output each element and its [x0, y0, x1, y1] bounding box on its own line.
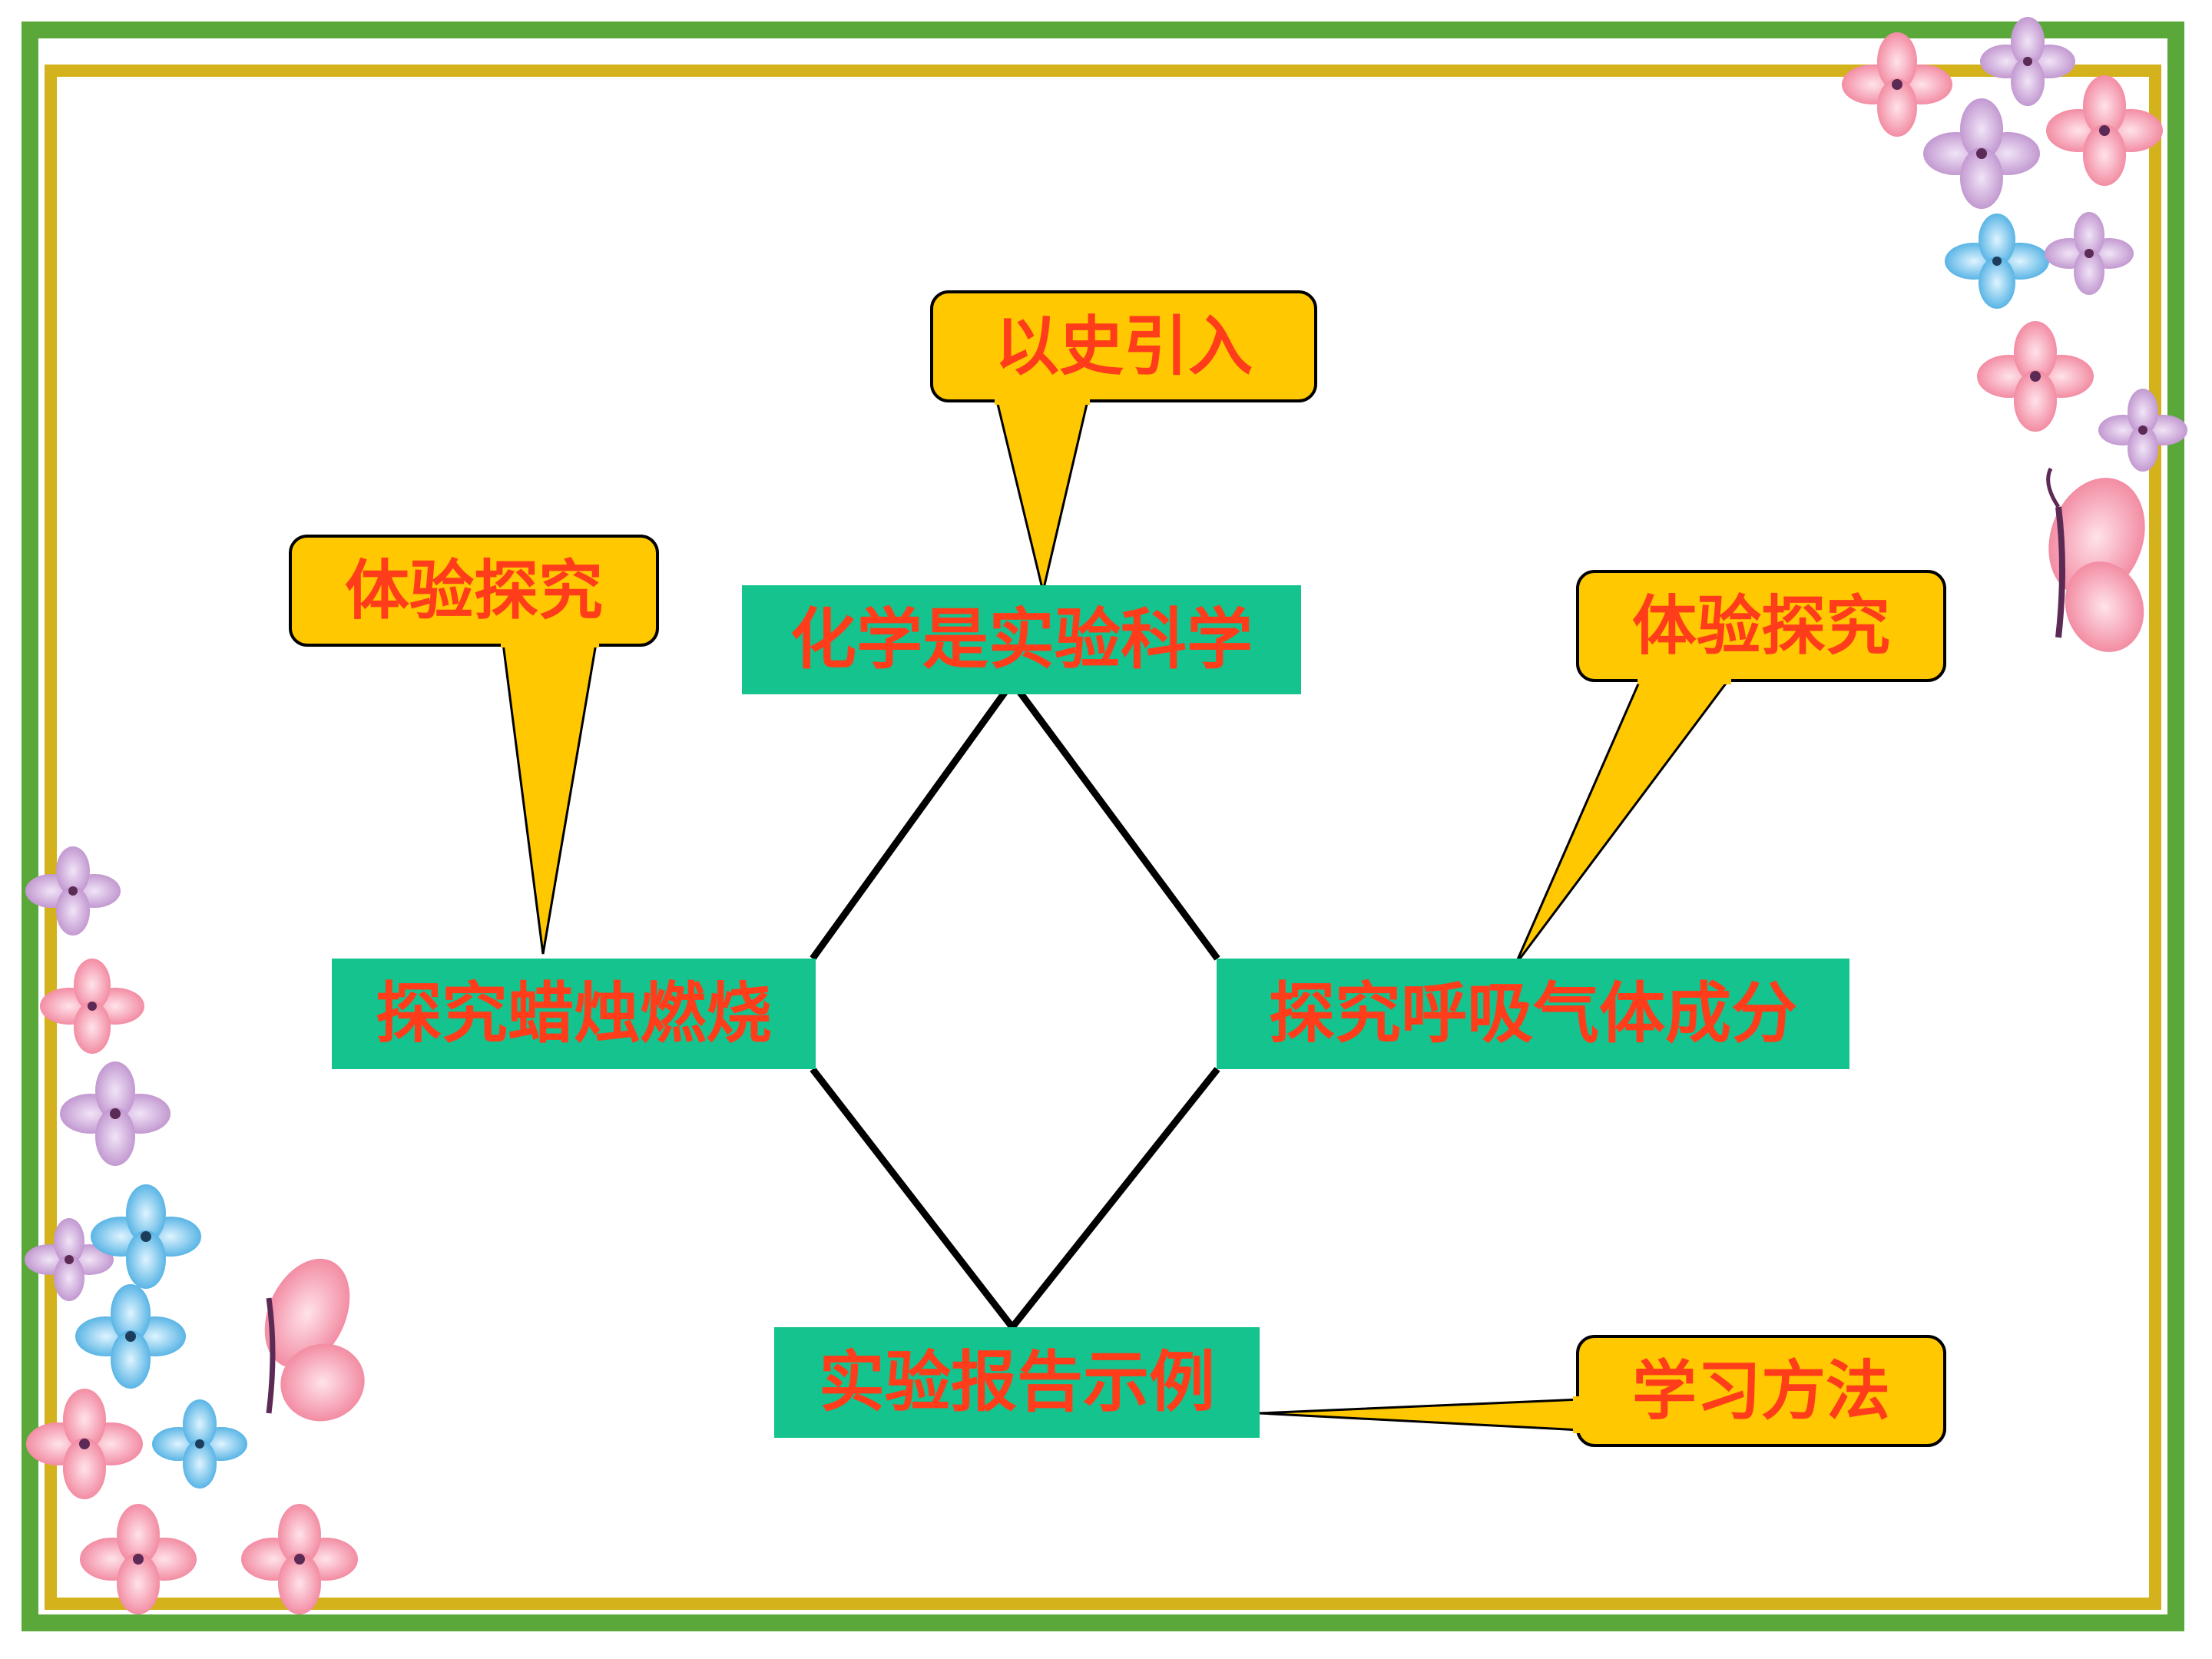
- edge-right-to-bottom: [1009, 1067, 1220, 1330]
- node-right-label: 探究呼吸气体成分: [1269, 975, 1797, 1052]
- flower-cluster-top-right-icon: [1842, 17, 2187, 472]
- node-lab-report-example: 实验报告示例: [774, 1327, 1260, 1438]
- callout-top-label: 以史引入: [994, 309, 1253, 384]
- edge-left-to-bottom: [810, 1067, 1015, 1330]
- node-top-label: 化学是实验科学: [790, 601, 1253, 678]
- node-left-label: 探究蜡烛燃烧: [376, 975, 772, 1052]
- node-chemistry-is-experimental-science: 化学是实验科学: [742, 585, 1301, 694]
- callout-right-label: 体验探究: [1631, 588, 1890, 664]
- node-candle-burning-inquiry: 探究蜡烛燃烧: [332, 959, 816, 1069]
- callout-left-shape: [289, 535, 659, 955]
- callout-bottom-shape: [1259, 1335, 1946, 1447]
- callout-right-shape: [1514, 570, 1946, 965]
- callout-bottom-label: 学习方法: [1631, 1353, 1890, 1429]
- butterfly-left-icon: [264, 1258, 365, 1422]
- edge-top-to-right: [1009, 680, 1220, 961]
- callout-top-shape: [930, 290, 1317, 592]
- butterfly-right-icon: [2046, 467, 2145, 652]
- edge-top-to-left: [810, 680, 1015, 961]
- callout-left-label: 体验探究: [344, 553, 603, 628]
- node-breath-gas-inquiry: 探究呼吸气体成分: [1217, 959, 1849, 1069]
- node-bottom-label: 实验报告示例: [819, 1344, 1215, 1421]
- flower-cluster-bottom-left-icon: [25, 846, 358, 1614]
